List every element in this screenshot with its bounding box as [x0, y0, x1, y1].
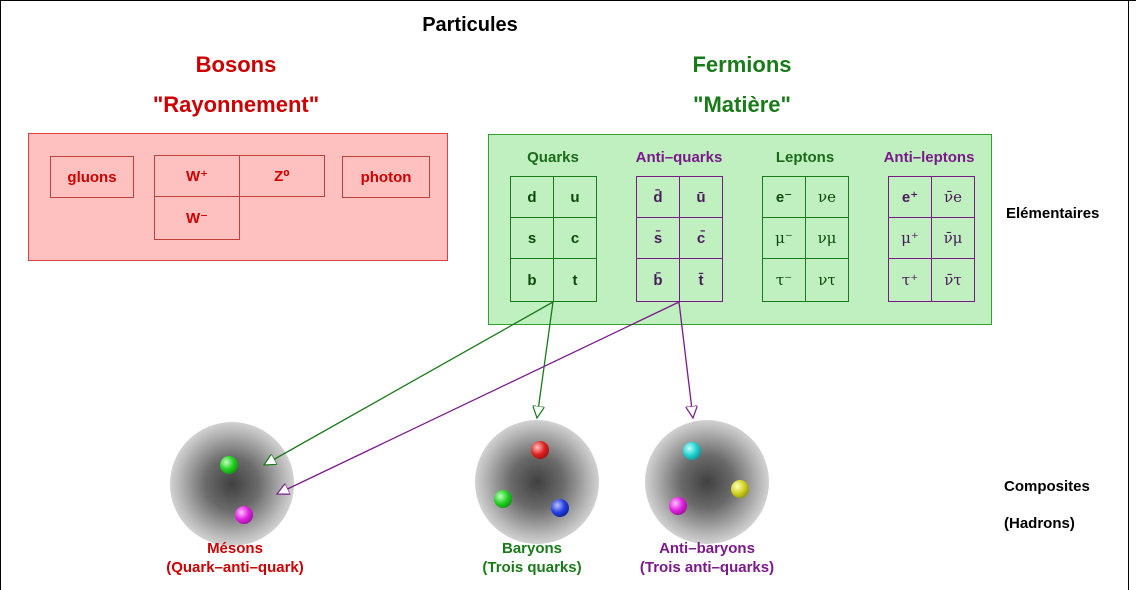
- fermions-box: [488, 134, 992, 325]
- meson-antiquark-magenta-ball: [235, 506, 253, 524]
- mesons-desc: (Quark–anti–quark): [166, 559, 304, 576]
- baryon-green-ball: [494, 490, 512, 508]
- lepton-nu-tau: ντ: [805, 258, 849, 302]
- antibaryons-label: Anti–baryons (Trois anti–quarks): [607, 539, 807, 577]
- antiquark-t: t̄: [679, 258, 723, 302]
- antibaryon-blob: [645, 420, 769, 544]
- arrow-antiquarks-to-mesons: [277, 301, 680, 494]
- antibaryon-yellow-ball: [731, 480, 749, 498]
- bosons-heading: Bosons: [195, 52, 277, 77]
- meson-quark-green-ball: [220, 456, 238, 474]
- diagram-title: Particules: [422, 14, 518, 36]
- baryons-name: Baryons: [501, 540, 563, 557]
- frame-border-left: [0, 0, 1, 590]
- z0-cell: Z⁰: [239, 155, 325, 197]
- hadrons-label: (Hadrons): [1004, 515, 1075, 532]
- antileptons-label: Anti–leptons: [883, 149, 975, 166]
- composite-label: Composites: [1004, 478, 1090, 495]
- w-minus-cell: W⁻: [154, 196, 240, 240]
- antilepton-antinu-tau: ν̄τ: [931, 258, 975, 302]
- baryons-label: Baryons (Trois quarks): [432, 539, 632, 577]
- quark-t: t: [553, 258, 597, 302]
- leptons-label: Leptons: [775, 149, 835, 166]
- fermions-subheading: "Matière": [693, 92, 791, 117]
- antibaryon-cyan-ball: [683, 442, 701, 460]
- frame-border-right: [1128, 0, 1129, 590]
- mesons-name: Mésons: [207, 540, 263, 557]
- gluons-cell: gluons: [50, 156, 134, 198]
- elementary-label: Elémentaires: [1006, 205, 1100, 222]
- baryons-desc: (Trois quarks): [482, 559, 582, 576]
- baryon-blob: [475, 420, 599, 544]
- bosons-subheading: "Rayonnement": [152, 92, 320, 117]
- antiquarks-label: Anti–quarks: [635, 149, 723, 166]
- frame-border-top: [0, 0, 1136, 1]
- quarks-label: Quarks: [527, 149, 579, 166]
- photon-cell: photon: [342, 156, 430, 198]
- antibaryons-desc: (Trois anti–quarks): [639, 559, 775, 576]
- arrow-antiquarks-to-antibaryons: [678, 301, 693, 418]
- baryon-red-ball: [531, 441, 549, 459]
- meson-blob: [170, 422, 294, 546]
- antibaryons-name: Anti–baryons: [659, 540, 755, 557]
- antibaryon-magenta-ball: [669, 497, 687, 515]
- arrow-quarks-to-mesons: [264, 301, 554, 465]
- arrow-quarks-to-baryons: [537, 301, 554, 418]
- baryon-blue-ball: [551, 499, 569, 517]
- fermions-heading: Fermions: [692, 52, 792, 77]
- mesons-label: Mésons (Quark–anti–quark): [135, 539, 335, 577]
